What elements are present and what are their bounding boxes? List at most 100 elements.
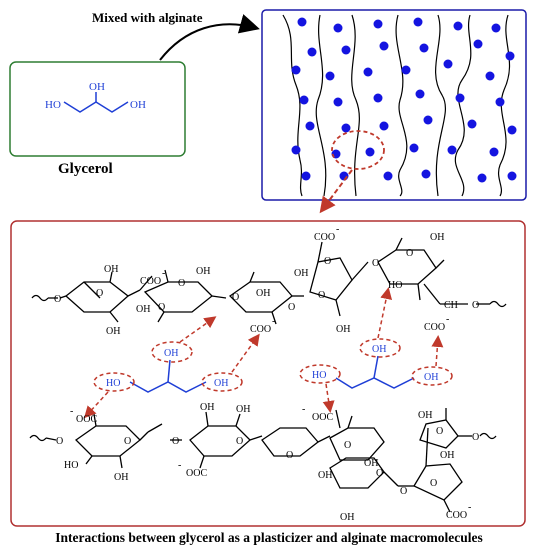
label-lower-o-5: O bbox=[472, 432, 479, 443]
interaction-ellipses bbox=[93, 338, 453, 392]
glycerol-dots bbox=[291, 17, 517, 183]
glycerol-ho-left: HO bbox=[45, 99, 61, 111]
glycerol-dot bbox=[373, 93, 383, 103]
label-upper-oh-2: OH bbox=[136, 304, 150, 315]
label-upper-o-ring-1: O bbox=[96, 288, 103, 299]
glycerol-dot bbox=[419, 43, 429, 53]
glycerol-oh-right: OH bbox=[130, 99, 146, 111]
glycerol-dot bbox=[305, 121, 315, 131]
glycerol-dot bbox=[401, 65, 411, 75]
glycerol-dot bbox=[301, 171, 311, 181]
label-lower-o-ring-2: O bbox=[236, 436, 243, 447]
polymer-chains bbox=[282, 14, 511, 197]
glycerol-dot bbox=[297, 17, 307, 27]
glycerol-dot bbox=[373, 19, 383, 29]
label-upper-o-1: O bbox=[54, 294, 61, 305]
figure-caption: Interactions between glycerol as a plast… bbox=[55, 530, 482, 545]
label-upper-oh-8: OH bbox=[430, 232, 444, 243]
bottom-glycerol-left bbox=[129, 359, 207, 393]
label-lower-oh-5: OH bbox=[318, 470, 332, 481]
glycerol-dot bbox=[421, 169, 431, 179]
label-upper-ho-1: HO bbox=[388, 280, 402, 291]
glycerol-dot bbox=[491, 23, 501, 33]
glycerol-dot bbox=[365, 147, 375, 157]
interaction-box bbox=[10, 220, 526, 527]
label-upper-oh-3: OH bbox=[106, 326, 120, 337]
label-gly-ho-1: HO bbox=[106, 378, 120, 389]
label-lower-minus-4: - bbox=[468, 502, 471, 513]
label-upper-oh-7: OH bbox=[336, 324, 350, 335]
glycerol-dot bbox=[291, 145, 301, 155]
label-lower-o-ring-6: O bbox=[430, 478, 437, 489]
label-lower-minus-1: - bbox=[70, 406, 73, 417]
interaction-highlight bbox=[331, 130, 385, 170]
label-lower-o-ring-3: O bbox=[344, 440, 351, 451]
label-lower-oh-8: OH bbox=[440, 450, 454, 461]
glycerol-box bbox=[9, 61, 186, 157]
label-lower-oh-4: OH bbox=[364, 458, 378, 469]
mixing-arrow bbox=[159, 14, 260, 61]
label-upper-coo-3: COO bbox=[314, 232, 335, 243]
label-lower-ooc-3: OOC bbox=[312, 412, 333, 423]
mixture-box bbox=[261, 9, 527, 201]
glycerol-dot bbox=[467, 119, 477, 129]
hydrogen-bond-arrows bbox=[83, 287, 444, 419]
lower-alginate-chain bbox=[29, 408, 497, 513]
label-lower-coo-1: COO bbox=[446, 510, 467, 521]
label-lower-o-ring-4: O bbox=[376, 468, 383, 479]
label-upper-minus-1: - bbox=[162, 268, 165, 279]
label-lower-oh-2: OH bbox=[200, 402, 214, 413]
glycerol-dot bbox=[333, 97, 343, 107]
label-lower-oh-3: OH bbox=[236, 404, 250, 415]
label-lower-oh-6: OH bbox=[340, 512, 354, 523]
label-upper-o-ring-4: O bbox=[324, 256, 331, 267]
label-gly-oh-4: OH bbox=[424, 372, 438, 383]
glycerol-dot bbox=[473, 39, 483, 49]
glycerol-dot bbox=[507, 125, 517, 135]
label-upper-o-4: O bbox=[372, 258, 379, 269]
label-lower-o-2: O bbox=[172, 436, 179, 447]
mixed-with-alginate-label: Mixed with alginate bbox=[92, 10, 203, 25]
glycerol-dot bbox=[415, 89, 425, 99]
label-upper-oh-6: OH bbox=[294, 268, 308, 279]
label-gly-oh-3: OH bbox=[372, 344, 386, 355]
label-upper-o-ring-3: O bbox=[232, 292, 239, 303]
glycerol-dot bbox=[291, 65, 301, 75]
label-upper-oh-5: OH bbox=[256, 288, 270, 299]
glycerol-dot bbox=[325, 71, 335, 81]
label-upper-o-ring-2: O bbox=[178, 278, 185, 289]
label-lower-o-3: O bbox=[286, 450, 293, 461]
label-lower-o-ring-5: O bbox=[436, 426, 443, 437]
label-lower-oh-7: OH bbox=[418, 410, 432, 421]
label-lower-oh-1: OH bbox=[114, 472, 128, 483]
glycerol-dot bbox=[413, 17, 423, 27]
zoom-arrow bbox=[319, 169, 353, 214]
label-upper-oh-1: OH bbox=[104, 264, 118, 275]
label-upper-o-2: O bbox=[158, 302, 165, 313]
glycerol-dot bbox=[447, 145, 457, 155]
label-upper-o-ring-6: O bbox=[406, 248, 413, 259]
glycerol-dot bbox=[477, 173, 487, 183]
upper-alginate-chain bbox=[31, 237, 507, 325]
label-lower-ooc-1: OOC bbox=[76, 414, 97, 425]
label-upper-o-3: O bbox=[288, 302, 295, 313]
glycerol-dot bbox=[489, 147, 499, 157]
bottom-glycerol-right bbox=[335, 355, 415, 389]
label-lower-ooc-2: OOC bbox=[186, 468, 207, 479]
glycerol-dot bbox=[443, 59, 453, 69]
label-lower-minus-3: - bbox=[302, 404, 305, 415]
label-upper-coo-4: COO bbox=[424, 322, 445, 333]
glycerol-dot bbox=[363, 67, 373, 77]
label-upper-minus-3: - bbox=[336, 224, 339, 235]
label-upper-coo-2: COO bbox=[250, 324, 271, 335]
glycerol-dot bbox=[307, 47, 317, 57]
glycerol-dot bbox=[505, 51, 515, 61]
glycerol-dot bbox=[409, 143, 419, 153]
glycerol-dot bbox=[333, 23, 343, 33]
label-upper-o-5: O bbox=[472, 300, 479, 311]
glycerol-dot bbox=[423, 115, 433, 125]
glycerol-dot bbox=[507, 171, 517, 181]
glycerol-dot bbox=[485, 71, 495, 81]
label-upper-coo-1: COO bbox=[140, 276, 161, 287]
